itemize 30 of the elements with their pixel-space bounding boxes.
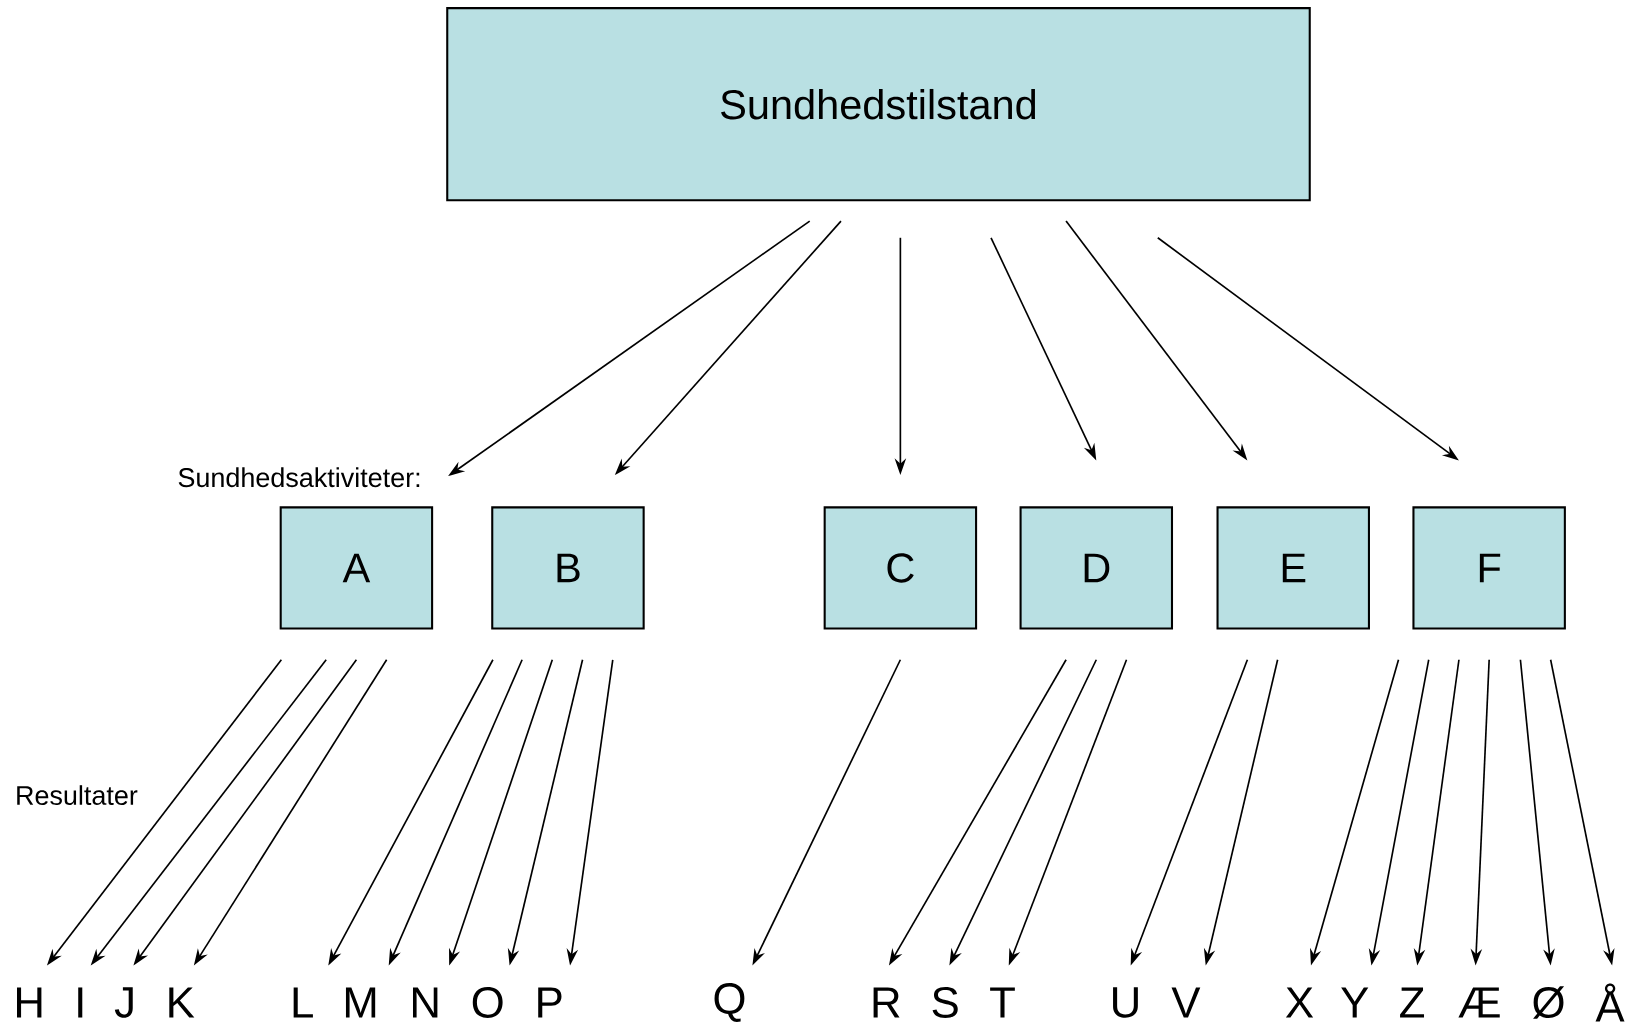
result-letter: T [990,987,1015,1018]
result-letter: V [1171,987,1201,1018]
result-letter: U [1113,987,1138,1018]
activity-box: A [279,506,434,630]
result-letter: M [345,987,376,1018]
result-letter: Æ [1458,987,1500,1018]
result-letter: K [169,987,195,1018]
result-letter: L [293,987,313,1018]
result-letter: Q [714,982,745,1022]
title-box: Sundhedstilstand [446,6,1311,202]
result-letter: P [538,987,562,1018]
result-letter: Y [1341,987,1369,1018]
result-letter: R [873,987,900,1018]
activity-box: E [1216,506,1370,630]
result-letter: J [114,987,133,1018]
result-letter: O [472,986,503,1018]
label-text: Resultater [17,785,138,805]
activity-box: D [1019,506,1174,630]
result-letter: Ø [1533,986,1565,1019]
activity-box: C [823,506,978,630]
result-letter: Å [1595,983,1625,1022]
result-letter: H [17,987,42,1018]
result-letter: N [413,987,438,1018]
activity-box: F [1412,506,1566,630]
result-letter: I [78,987,83,1018]
label-text: Sundhedsaktiviteter: [178,467,420,487]
result-letter: X [1285,987,1314,1018]
activity-box: B [491,506,645,630]
result-letter: S [932,986,958,1018]
result-letter: Z [1400,987,1424,1018]
